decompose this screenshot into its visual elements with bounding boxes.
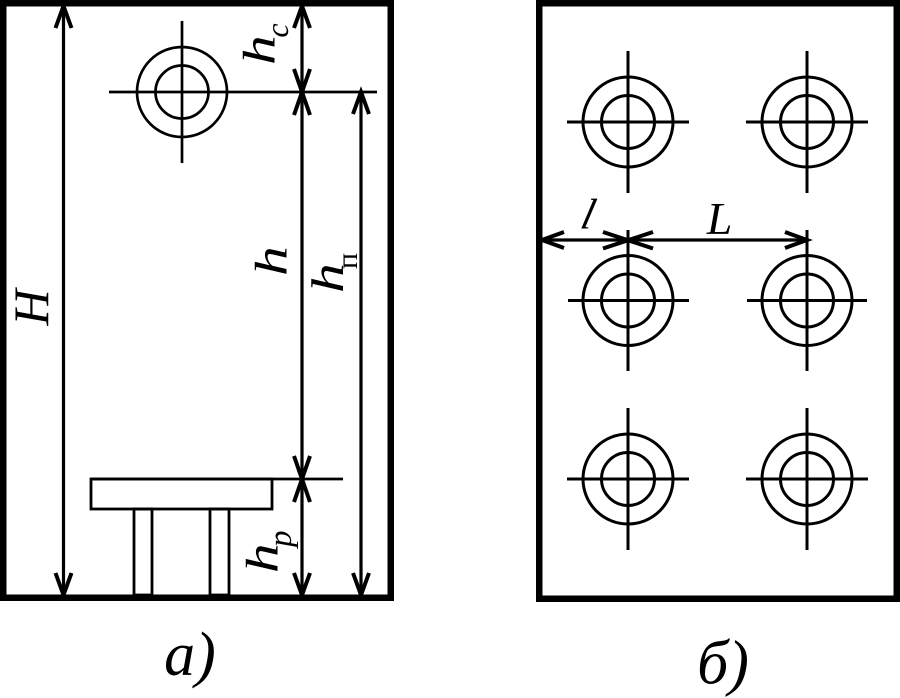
svg-text:L: L (706, 193, 733, 244)
svg-text:H: H (3, 287, 59, 327)
svg-text:c: c (259, 23, 295, 37)
svg-text:h: h (236, 543, 288, 573)
svg-text:б): б) (697, 630, 749, 698)
svg-text:п: п (331, 253, 364, 269)
svg-text:p: p (263, 531, 299, 550)
svg-text:h: h (233, 35, 285, 65)
svg-text:h: h (245, 246, 297, 276)
svg-text:a): a) (164, 621, 216, 689)
svg-text:h: h (302, 263, 354, 293)
svg-text:l: l (577, 191, 601, 238)
